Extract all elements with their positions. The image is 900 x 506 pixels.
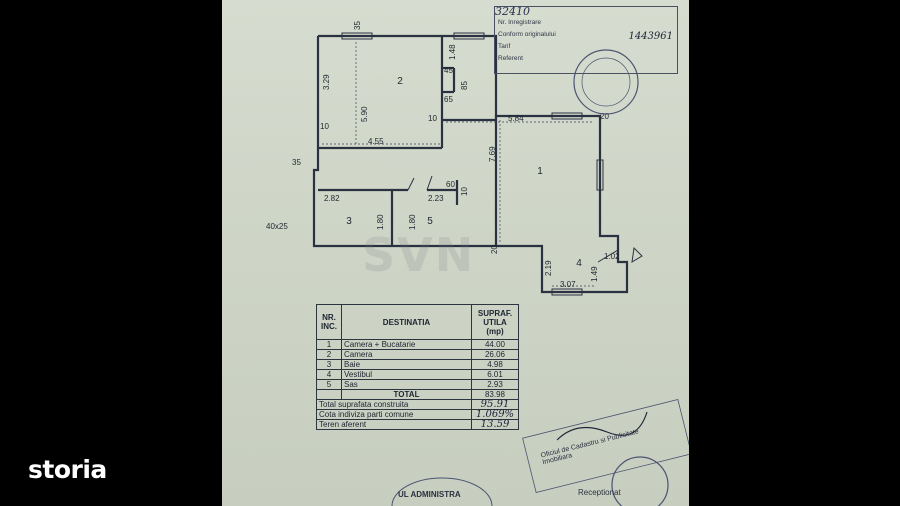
dim-label: 4.55 <box>368 137 384 146</box>
stamp-code: 1443961 <box>628 31 673 42</box>
cell-area: 44.00 <box>471 339 519 350</box>
cell-nr: 3 <box>316 359 342 370</box>
dim-label: 45 <box>444 66 453 75</box>
receptionat-text: Receptionat <box>578 488 621 497</box>
table-header-row: NR. INC. DESTINATIA SUPRAF. UTILA (mp) <box>316 304 519 340</box>
room-number: 4 <box>576 258 582 269</box>
table-row: 1 Camera + Bucatarie 44.00 <box>316 339 519 350</box>
header-destinatia: DESTINATIA <box>341 304 472 340</box>
cell-area: 6.01 <box>471 369 519 380</box>
room-number: 2 <box>397 76 403 87</box>
cell-empty <box>316 389 342 400</box>
round-seal-bottom <box>611 456 669 506</box>
extra-value: 95.91 <box>471 399 519 410</box>
cell-dest: Vestibul <box>341 369 472 380</box>
dim-label: 10 <box>428 114 437 123</box>
dim-label: 1.02 <box>604 252 620 261</box>
dim-label: 3.07 <box>560 280 576 289</box>
cell-area: 4.98 <box>471 359 519 370</box>
cell-dest: Camera + Bucatarie <box>341 339 472 350</box>
extra-value: 13.59 <box>471 419 519 430</box>
total-value: 83.98 <box>471 389 519 400</box>
room-number: 3 <box>346 216 352 227</box>
cell-nr: 2 <box>316 349 342 360</box>
stamp-line: Referent <box>498 55 523 62</box>
cell-nr: 5 <box>316 379 342 390</box>
table-extra-row: Teren aferent 13.59 <box>316 419 519 430</box>
room-number: 1 <box>537 166 543 177</box>
table-extra-row: Cota indiviza parti comune 1.069% <box>316 409 519 420</box>
table-row: 5 Sas 2.93 <box>316 379 519 390</box>
round-seal-top <box>573 49 639 115</box>
dim-label: 10 <box>320 122 329 131</box>
floor-plan-document: SVN 35 1.48 3.29 5.90 45 85 65 10 10 5.8… <box>222 0 689 506</box>
area-table-container: NR. INC. DESTINATIA SUPRAF. UTILA (mp) 1… <box>316 304 519 430</box>
table-total-row: TOTAL 83.98 <box>316 389 519 400</box>
registration-stamp: 32410 Nr. Inregistrare Conform originalu… <box>494 5 678 74</box>
table-extra-row: Total suprafata construita 95.91 <box>316 399 519 410</box>
dim-label: 20 <box>600 112 609 121</box>
dim-label: 2.23 <box>428 194 444 203</box>
cell-dest: Sas <box>341 379 472 390</box>
stamp-number: 32410 <box>495 5 530 18</box>
table-row: 4 Vestibul 6.01 <box>316 369 519 380</box>
table-row: 3 Baie 4.98 <box>316 359 519 370</box>
floor-plan-drawing <box>312 32 643 296</box>
room-number: 5 <box>427 216 433 227</box>
extra-label: Teren aferent <box>316 419 472 430</box>
cell-dest: Camera <box>341 349 472 360</box>
cell-nr: 1 <box>316 339 342 350</box>
area-table: NR. INC. DESTINATIA SUPRAF. UTILA (mp) 1… <box>316 304 519 430</box>
extra-label: Total suprafata construita <box>316 399 472 410</box>
header-suprafata: SUPRAF. UTILA (mp) <box>471 304 519 340</box>
dim-label: 35 <box>292 158 301 167</box>
stamps-seals <box>391 49 689 506</box>
dim-label: 60 <box>446 180 455 189</box>
signature-mark <box>556 411 648 441</box>
cell-nr: 4 <box>316 369 342 380</box>
header-nr: NR. INC. <box>316 304 342 340</box>
extra-label: Cota indiviza parti comune <box>316 409 472 420</box>
administratie-text: UL ADMINISTRA <box>398 490 461 499</box>
stamp-line: Conform originalului <box>498 31 556 38</box>
dim-label: 65 <box>444 95 453 104</box>
total-label: TOTAL <box>341 389 472 400</box>
storia-logo: storia <box>28 455 107 484</box>
cell-dest: Baie <box>341 359 472 370</box>
stamp-line: Tarif <box>498 43 511 50</box>
cell-area: 26.06 <box>471 349 519 360</box>
stamp-line: Nr. Inregistrare <box>498 19 541 26</box>
table-row: 2 Camera 26.06 <box>316 349 519 360</box>
watermark-text: SVN <box>362 228 476 282</box>
dim-label: 40x25 <box>266 222 288 231</box>
dim-label: 5.84 <box>508 114 524 123</box>
dim-label: 2.82 <box>324 194 340 203</box>
cell-area: 2.93 <box>471 379 519 390</box>
extra-value: 1.069% <box>471 409 519 420</box>
